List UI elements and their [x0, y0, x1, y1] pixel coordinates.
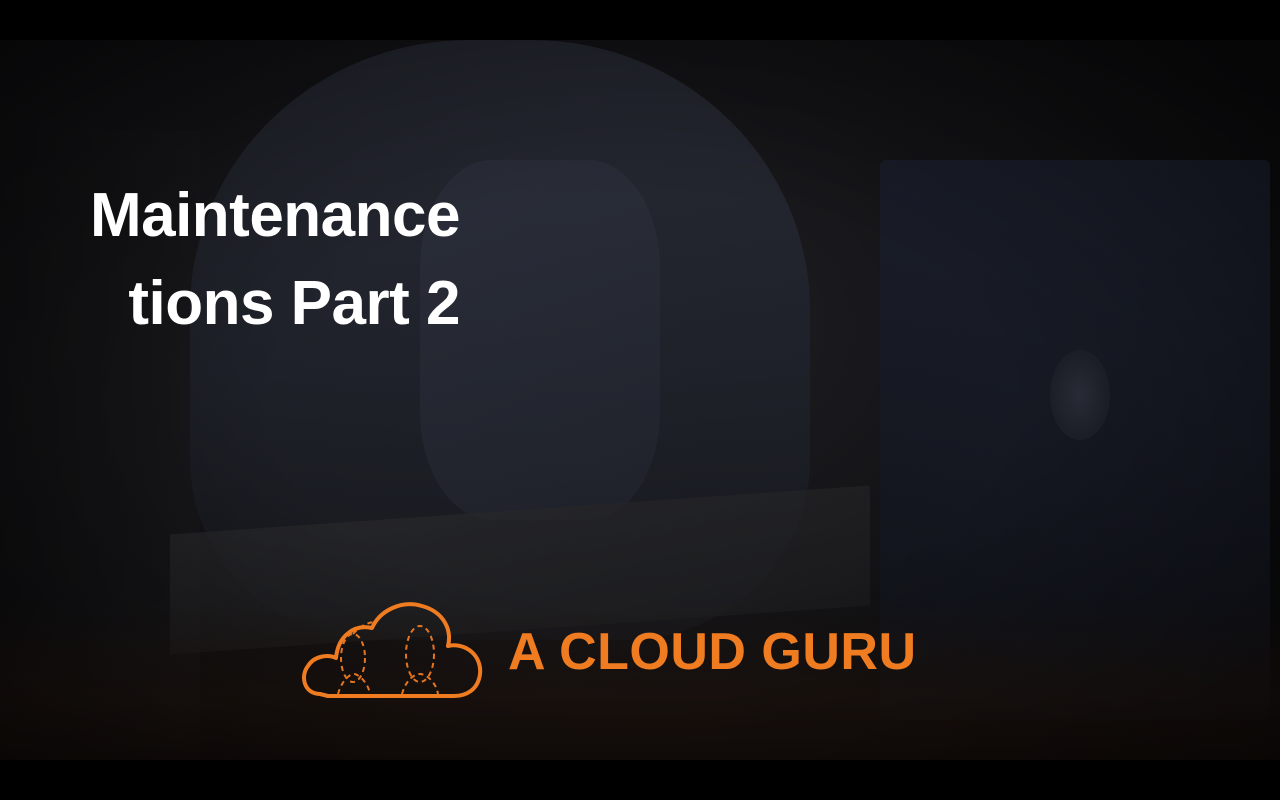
slide-title-line-1: Maintenance — [89, 181, 461, 250]
brand-name: A CLOUD GURU — [508, 623, 917, 681]
video-frame — [0, 40, 1280, 760]
vignette-overlay — [0, 40, 1280, 760]
slide-title-line-2: tions Part 2 — [128, 269, 460, 338]
slide-title: Maintenance tions Part 2 — [0, 172, 461, 348]
letterbox-top — [0, 0, 1280, 40]
brand-logo: A CLOUD GURU — [298, 598, 917, 706]
cloud-icon — [302, 602, 483, 698]
letterbox-bottom — [0, 760, 1280, 800]
